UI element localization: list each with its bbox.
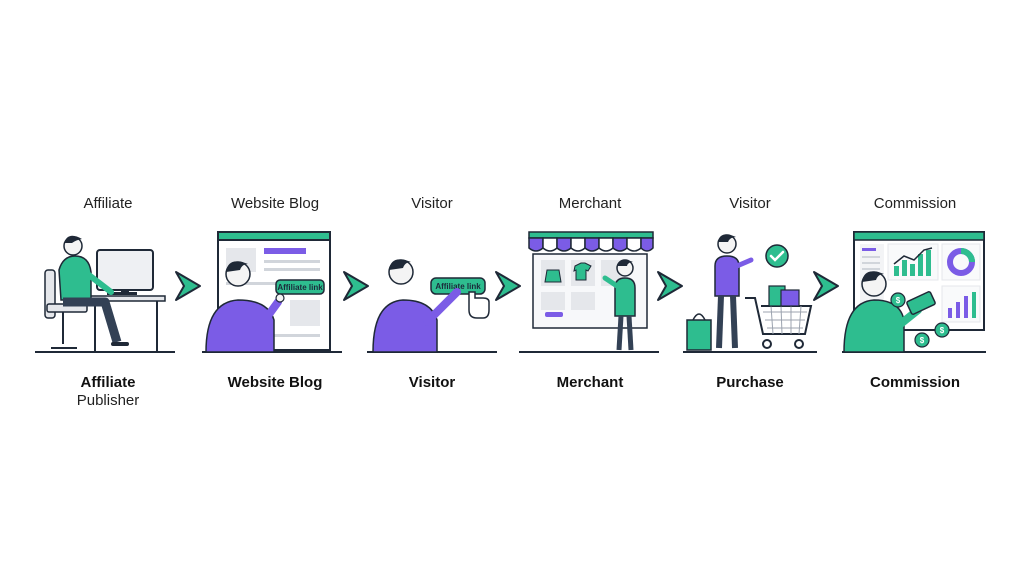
chevron-right-icon <box>341 270 371 302</box>
affiliate-link-button-text: Affiliate link <box>435 282 481 291</box>
step-bottom-label: Affiliate <box>80 374 136 391</box>
shopping-cart-purchase-icon <box>683 234 817 353</box>
step-top-label: Affiliate <box>83 195 133 212</box>
chevron-right-icon <box>655 270 685 302</box>
step-bottom-label: Website Blog <box>227 374 323 391</box>
chevron-right-icon <box>811 270 841 302</box>
step-bottom-sublabel: Publisher <box>76 392 140 409</box>
step-affiliate: Affiliate Affiliate Publisher <box>33 0 183 572</box>
step-bottom-label: Purchase <box>716 374 784 391</box>
step-top-label: Visitor <box>411 195 453 212</box>
step-top-label: Commission <box>873 195 957 212</box>
chevron-right-icon <box>173 270 203 302</box>
step-top-label: Visitor <box>729 195 771 212</box>
person-browsing-blog-icon: Affiliate link <box>202 231 342 353</box>
svg-text:$: $ <box>896 296 901 305</box>
step-commission: Commission $ $ $ Commission <box>840 0 990 572</box>
step-purchase: Visitor Purchase <box>675 0 825 572</box>
step-merchant: Merchant Merchant <box>515 0 665 572</box>
affiliate-link-button-text: Affiliate link <box>277 283 323 292</box>
commission-dashboard-icon: $ $ $ <box>842 231 986 353</box>
person-clicking-link-icon: Affiliate link <box>367 259 497 353</box>
step-top-label: Merchant <box>558 195 622 212</box>
svg-text:$: $ <box>940 326 945 335</box>
step-bottom-label: Visitor <box>408 374 456 391</box>
step-visitor: Visitor Affiliate link Visitor <box>357 0 507 572</box>
person-at-desk-computer-icon <box>35 235 175 353</box>
svg-text:$: $ <box>920 336 925 345</box>
step-bottom-label: Merchant <box>556 374 624 391</box>
step-bottom-label: Commission <box>869 374 960 391</box>
chevron-right-icon <box>493 270 523 302</box>
merchant-store-icon <box>519 231 659 353</box>
step-top-label: Website Blog <box>230 195 320 212</box>
step-website-blog: Website Blog Affiliate link Website Blog <box>200 0 350 572</box>
